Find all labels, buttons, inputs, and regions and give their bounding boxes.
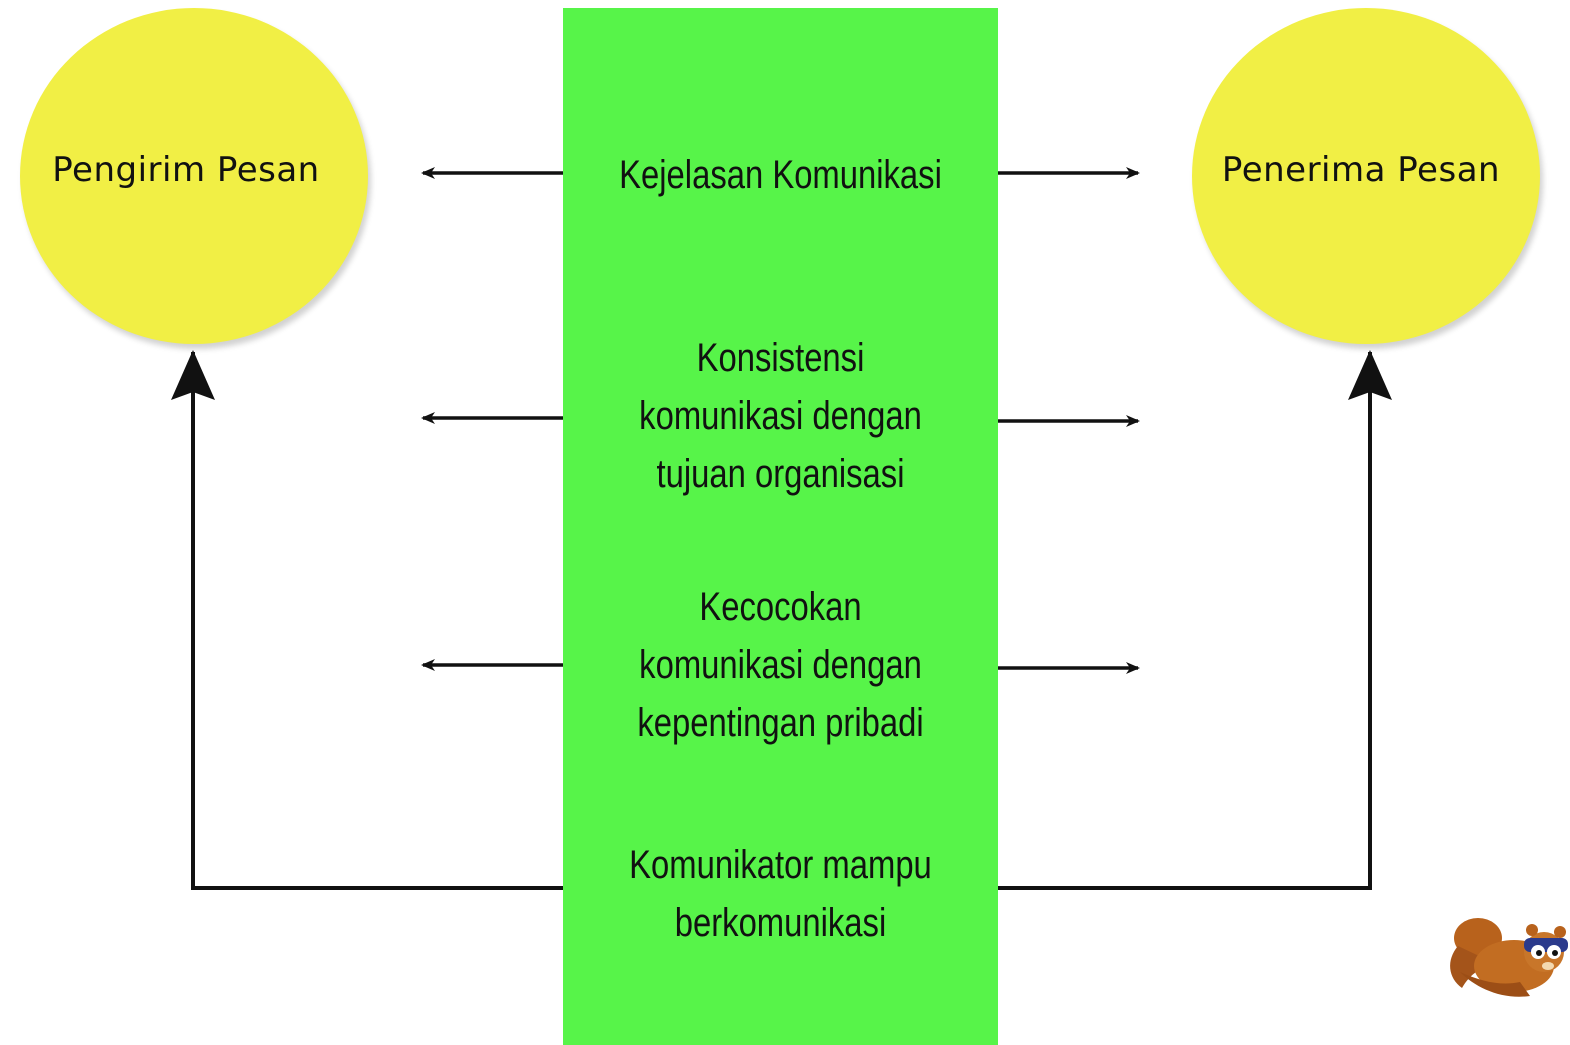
receiver-label: Penerima Pesan — [1221, 150, 1501, 190]
feedback-line-to-receiver — [998, 350, 1392, 890]
factor-personal-fit: Kecocokan komunikasi dengan kepentingan … — [637, 585, 924, 745]
flying-squirrel-mascot-icon — [1450, 918, 1568, 997]
factors-panel — [563, 8, 998, 1045]
feedback-line-to-sender — [171, 350, 563, 890]
factor-consistency: Konsistensi komunikasi dengan tujuan org… — [639, 336, 922, 496]
sender-label: Pengirim Pesan — [52, 150, 320, 190]
sender-node: Pengirim Pesan — [20, 8, 368, 344]
factor-communicator-ability: Komunikator mampu berkomunikasi — [629, 843, 932, 945]
receiver-node: Penerima Pesan — [1192, 8, 1540, 344]
factor-clarity: Kejelasan Komunikasi — [619, 153, 942, 197]
